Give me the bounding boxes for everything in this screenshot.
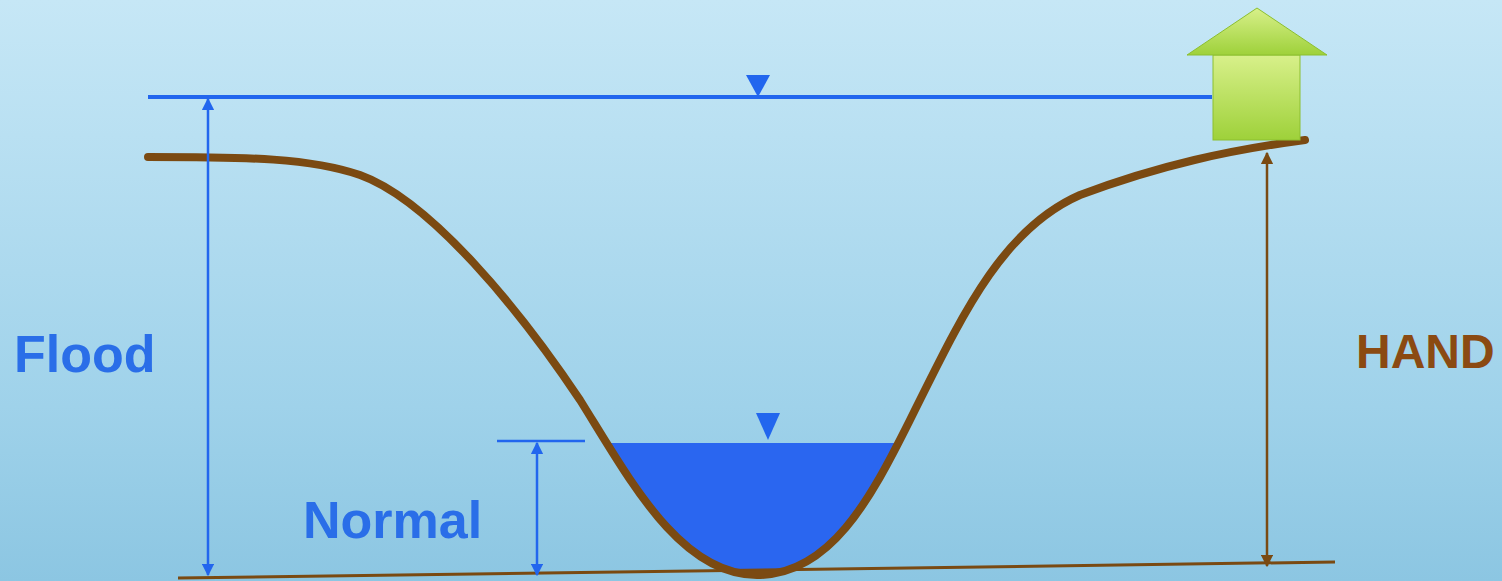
hand-label: HAND [1356, 328, 1495, 376]
flood-label: Flood [14, 328, 156, 380]
normal-label: Normal [303, 494, 482, 546]
